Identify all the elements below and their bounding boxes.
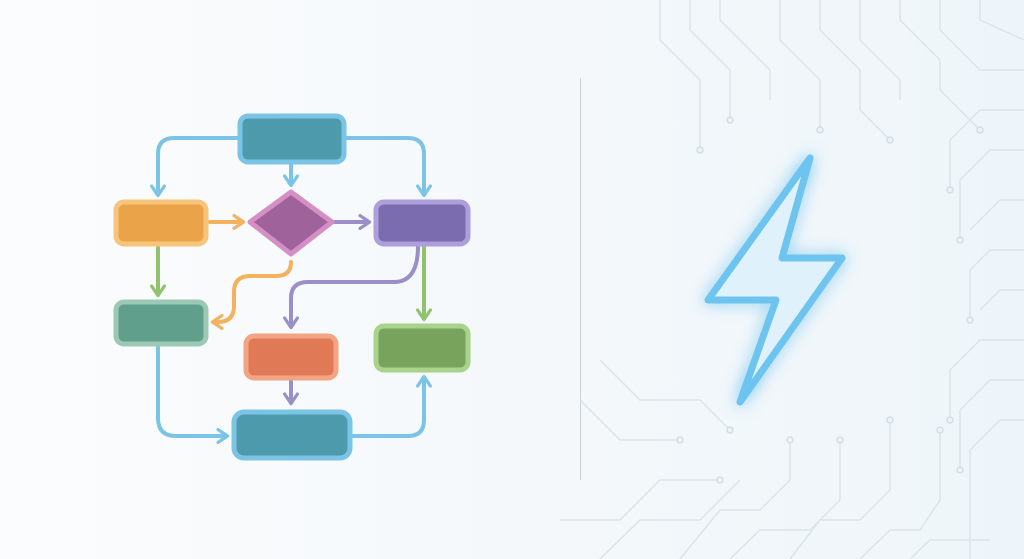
left-lower-process-box (113, 299, 209, 347)
connector-decision-to-left-lower (210, 260, 293, 330)
lightning-bolt-icon (704, 154, 846, 406)
right-lower-process-box (373, 323, 471, 373)
connector-right-to-middle (283, 244, 420, 330)
connector-top-to-right (344, 136, 432, 198)
connector-left-lower-to-bottom (156, 344, 230, 444)
decision-diamond (247, 189, 335, 257)
circuit-pattern (560, 0, 1024, 559)
vertical-divider (580, 78, 581, 480)
right-process-box (373, 199, 471, 247)
flowchart-diagram (113, 113, 471, 461)
bottom-process-box (231, 409, 353, 461)
middle-process-box (243, 333, 339, 381)
connector-top-to-left (150, 136, 240, 198)
connector-bottom-to-right-lower (348, 374, 432, 438)
top-process-box (237, 113, 347, 165)
left-process-box (113, 199, 209, 247)
